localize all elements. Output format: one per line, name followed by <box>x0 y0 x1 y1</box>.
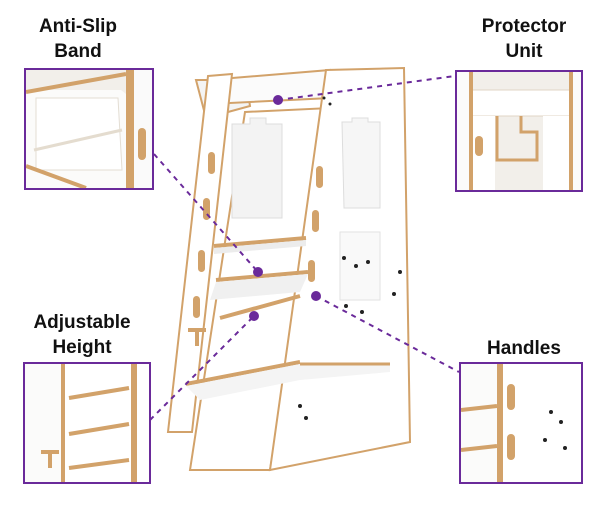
anti-slip-leader <box>153 153 259 273</box>
handles-dot <box>311 291 321 301</box>
anti-slip-band-inset <box>24 68 154 190</box>
step-1 <box>213 236 307 248</box>
handle-slot <box>208 152 215 174</box>
handle-slot <box>193 296 200 318</box>
protector-dot <box>273 95 283 105</box>
anti-slip-dot <box>253 267 263 277</box>
label-anti-slip-band: Anti-Slip Band <box>38 16 118 62</box>
step-3 <box>219 294 301 320</box>
step-4 <box>185 360 301 386</box>
label-adjustable-height: Adjustable Height <box>33 312 131 358</box>
step-2 <box>215 270 309 282</box>
adjustable-dot <box>249 311 259 321</box>
handles-inset <box>459 362 583 484</box>
label-protector-unit: Protector Unit <box>481 16 567 62</box>
adjustable-height-inset <box>23 362 151 484</box>
handle-slot <box>198 250 205 272</box>
handles-leader <box>315 295 460 373</box>
protector-unit-inset <box>455 70 583 192</box>
adjustable-leader <box>149 315 255 421</box>
label-handles: Handles <box>487 338 561 359</box>
